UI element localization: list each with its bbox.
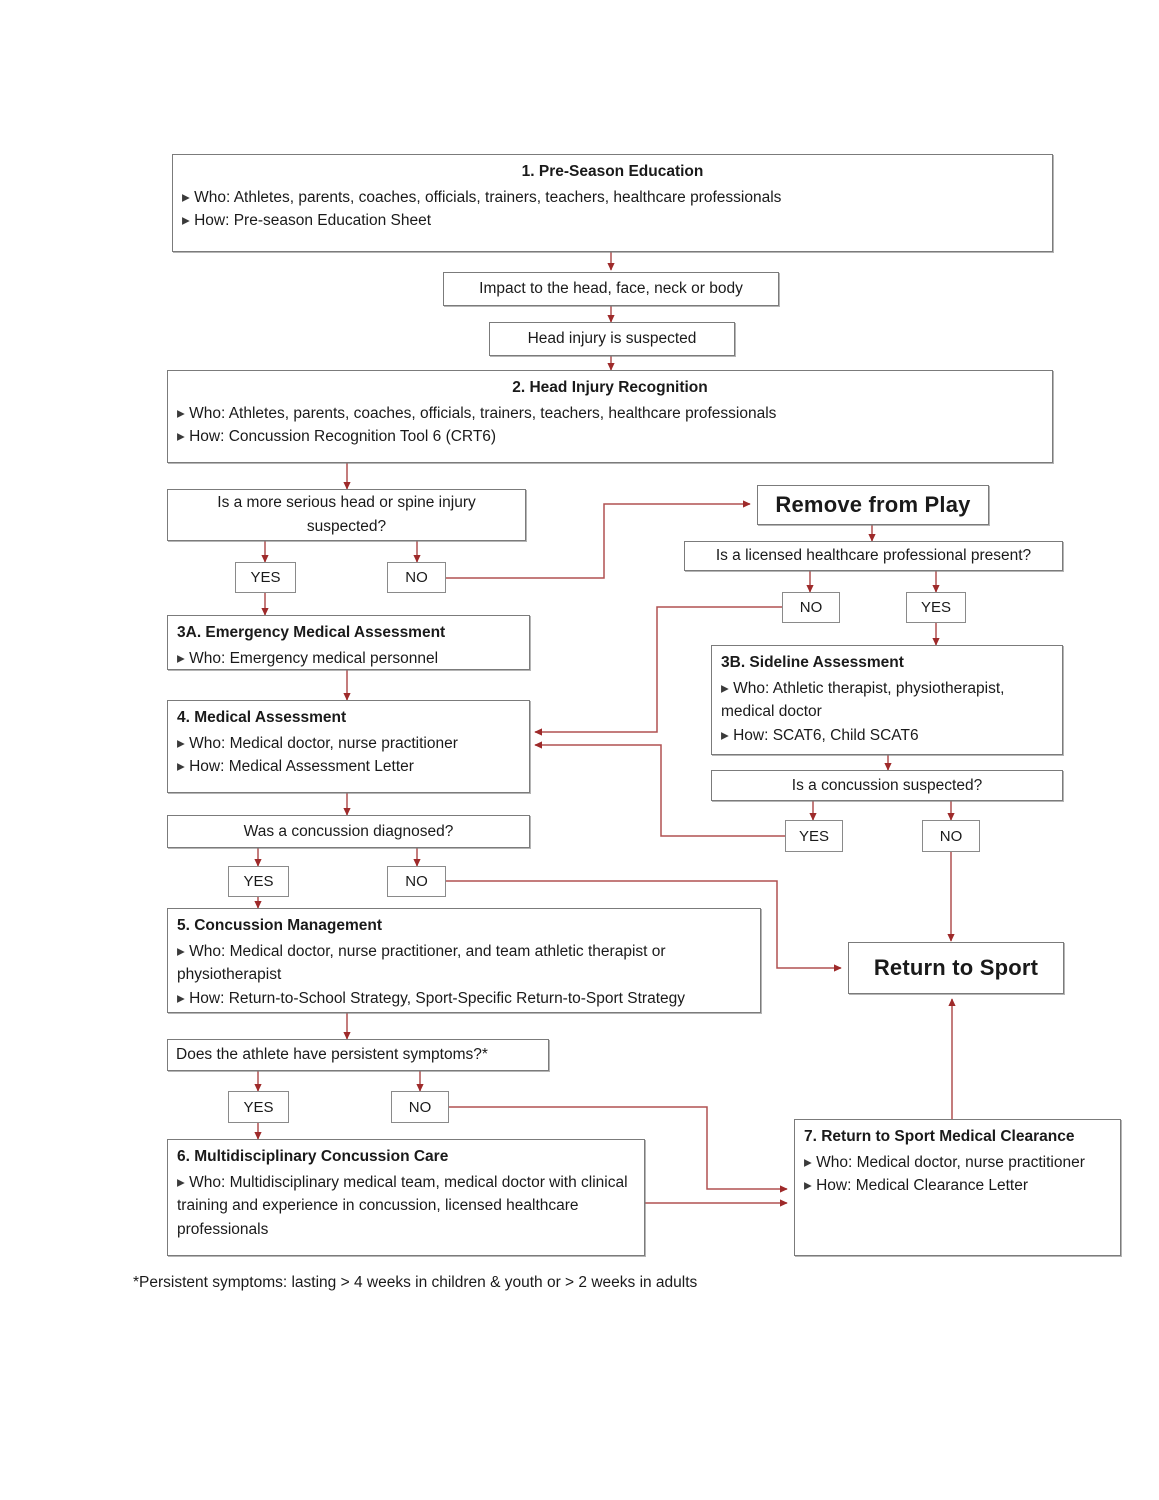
- branch-diagnosed-yes-label: YES: [243, 873, 274, 890]
- node-licensed-professional-question[interactable]: Is a licensed healthcare professional pr…: [684, 541, 1063, 571]
- pre-season-education-title: 1. Pre-Season Education: [521, 163, 704, 180]
- branch-diagnosed-no[interactable]: NO: [387, 866, 446, 897]
- node-impact[interactable]: Impact to the head, face, neck or body: [443, 272, 779, 306]
- node-return-to-sport-medical-clearance[interactable]: 7. Return to Sport Medical Clearance ▸ W…: [794, 1119, 1121, 1256]
- emergency-assessment-who: ▸ Who: Emergency medical personnel: [177, 649, 439, 667]
- bullet-glyph-icon: ▸: [177, 758, 185, 776]
- branch-diagnosed-no-label: NO: [405, 873, 428, 890]
- node-remove-from-play[interactable]: Remove from Play: [757, 485, 989, 525]
- head-injury-recognition-who: ▸ Who: Athletes, parents, coaches, offic…: [177, 404, 777, 422]
- node-head-injury-recognition[interactable]: 2. Head Injury Recognition ▸ Who: Athlet…: [167, 370, 1053, 463]
- branch-serious-yes-label: YES: [250, 569, 281, 586]
- branch-suspected-yes-label: YES: [798, 827, 829, 845]
- branch-licensed-yes[interactable]: YES: [906, 592, 966, 623]
- sideline-assessment-how: ▸ How: SCAT6, Child SCAT6: [721, 726, 919, 744]
- branch-persistent-no[interactable]: NO: [391, 1091, 449, 1123]
- bullet-glyph-icon: ▸: [177, 428, 185, 446]
- node-concussion-suspected-question[interactable]: Is a concussion suspected?: [711, 770, 1063, 801]
- head-injury-recognition-how: ▸ How: Concussion Recognition Tool 6 (CR…: [177, 428, 497, 446]
- bullet-glyph-icon: ▸: [177, 649, 185, 667]
- serious-injury-question-label: Is a more serious head or spine injury s…: [217, 494, 476, 535]
- concussion-management-how: ▸ How: Return-to-School Strategy, Sport-…: [177, 989, 686, 1007]
- node-head-injury-suspected[interactable]: Head injury is suspected: [489, 322, 735, 356]
- branch-diagnosed-yes[interactable]: YES: [228, 866, 289, 897]
- concussion-management-who: ▸ Who: Medical doctor, nurse practitione…: [177, 942, 666, 984]
- bullet-glyph-icon: ▸: [804, 1153, 812, 1171]
- bullet-glyph-icon: ▸: [804, 1177, 812, 1195]
- node-return-to-sport[interactable]: Return to Sport: [848, 942, 1064, 994]
- multidisciplinary-who: ▸ Who: Multidisciplinary medical team, m…: [177, 1173, 628, 1238]
- bullet-glyph-icon: ▸: [177, 1173, 185, 1191]
- concussion-management-title: 5. Concussion Management: [177, 917, 382, 934]
- node-serious-injury-question[interactable]: Is a more serious head or spine injury s…: [167, 489, 526, 541]
- node-medical-assessment[interactable]: 4. Medical Assessment ▸ Who: Medical doc…: [167, 700, 530, 793]
- impact-label: Impact to the head, face, neck or body: [479, 280, 743, 298]
- node-sideline-assessment[interactable]: 3B. Sideline Assessment ▸ Who: Athletic …: [711, 645, 1063, 755]
- branch-serious-no[interactable]: NO: [387, 562, 446, 593]
- remove-from-play-label: Remove from Play: [775, 492, 971, 518]
- return-to-sport-label: Return to Sport: [873, 955, 1039, 981]
- node-concussion-diagnosed-question[interactable]: Was a concussion diagnosed?: [167, 815, 530, 848]
- node-pre-season-education[interactable]: 1. Pre-Season Education ▸ Who: Athletes,…: [172, 154, 1053, 252]
- head-injury-recognition-title: 2. Head Injury Recognition: [512, 379, 708, 396]
- sideline-assessment-who: ▸ Who: Athletic therapist, physiotherapi…: [721, 679, 1005, 721]
- node-emergency-medical-assessment[interactable]: 3A. Emergency Medical Assessment ▸ Who: …: [167, 615, 530, 670]
- clearance-how: ▸ How: Medical Clearance Letter: [804, 1177, 1029, 1195]
- branch-persistent-no-label: NO: [408, 1098, 432, 1116]
- bullet-glyph-icon: ▸: [721, 679, 729, 697]
- medical-assessment-title: 4. Medical Assessment: [177, 709, 347, 726]
- medical-assessment-who: ▸ Who: Medical doctor, nurse practitione…: [177, 734, 458, 752]
- concussion-suspected-question-label: Is a concussion suspected?: [791, 776, 983, 794]
- branch-licensed-no[interactable]: NO: [782, 592, 840, 623]
- licensed-professional-question-label: Is a licensed healthcare professional pr…: [715, 547, 1032, 565]
- footnote-persistent-symptoms: *Persistent symptoms: lasting > 4 weeks …: [133, 1274, 698, 1291]
- branch-licensed-no-label: NO: [799, 599, 823, 616]
- pre-season-education-how: ▸ How: Pre-season Education Sheet: [182, 212, 432, 230]
- bullet-glyph-icon: ▸: [182, 188, 190, 206]
- persistent-symptoms-question-label: Does the athlete have persistent symptom…: [176, 1046, 488, 1064]
- clearance-who: ▸ Who: Medical doctor, nurse practitione…: [804, 1153, 1085, 1171]
- branch-suspected-no[interactable]: NO: [922, 820, 980, 852]
- medical-assessment-how: ▸ How: Medical Assessment Letter: [177, 758, 414, 776]
- head-injury-label: Head injury is suspected: [527, 330, 697, 348]
- pre-season-education-who: ▸ Who: Athletes, parents, coaches, offic…: [182, 188, 782, 206]
- branch-suspected-yes[interactable]: YES: [785, 820, 843, 852]
- bullet-glyph-icon: ▸: [177, 734, 185, 752]
- node-concussion-management[interactable]: 5. Concussion Management ▸ Who: Medical …: [167, 908, 761, 1013]
- node-multidisciplinary-concussion-care[interactable]: 6. Multidisciplinary Concussion Care ▸ W…: [167, 1139, 645, 1256]
- concussion-diagnosed-question-label: Was a concussion diagnosed?: [243, 822, 454, 840]
- bullet-glyph-icon: ▸: [177, 942, 185, 960]
- branch-suspected-no-label: NO: [939, 827, 963, 845]
- branch-serious-no-label: NO: [405, 569, 428, 586]
- emergency-assessment-title: 3A. Emergency Medical Assessment: [177, 624, 446, 641]
- bullet-glyph-icon: ▸: [177, 404, 185, 422]
- multidisciplinary-title: 6. Multidisciplinary Concussion Care: [177, 1148, 449, 1165]
- branch-persistent-yes[interactable]: YES: [228, 1091, 289, 1123]
- branch-serious-yes[interactable]: YES: [235, 562, 296, 593]
- bullet-glyph-icon: ▸: [177, 989, 185, 1007]
- branch-persistent-yes-label: YES: [243, 1098, 274, 1116]
- bullet-glyph-icon: ▸: [182, 212, 190, 230]
- bullet-glyph-icon: ▸: [721, 726, 729, 744]
- node-persistent-symptoms-question[interactable]: Does the athlete have persistent symptom…: [167, 1039, 549, 1071]
- clearance-title: 7. Return to Sport Medical Clearance: [804, 1128, 1075, 1145]
- branch-licensed-yes-label: YES: [920, 599, 951, 616]
- sideline-assessment-title: 3B. Sideline Assessment: [721, 654, 904, 671]
